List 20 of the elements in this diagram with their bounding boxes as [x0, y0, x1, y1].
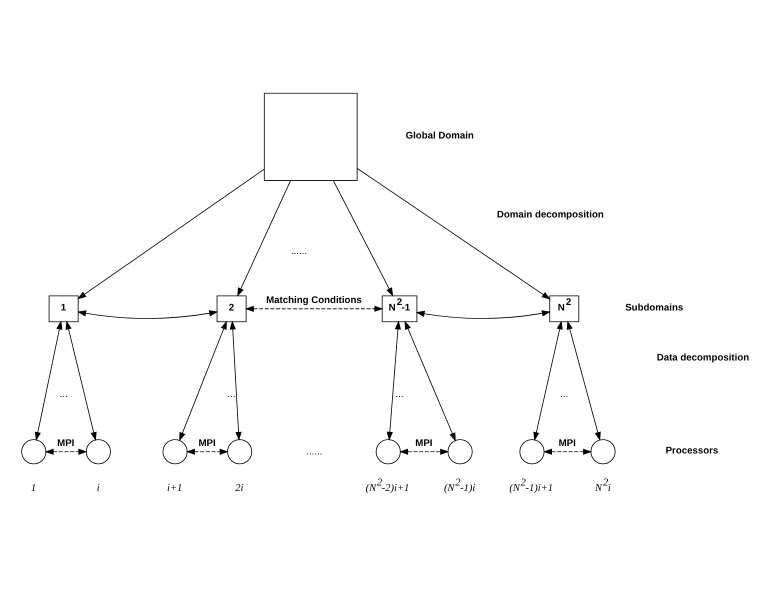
edge-label: MPI: [198, 438, 216, 449]
label: ...: [560, 388, 568, 400]
edge-label: Matching Conditions: [266, 294, 362, 306]
edge-label: MPI: [415, 438, 432, 449]
edge-label: MPI: [558, 438, 576, 449]
node-label: i: [96, 482, 100, 494]
label: ...: [60, 388, 68, 400]
label: Data decomposition: [656, 352, 750, 364]
label: Domain decomposition: [496, 210, 604, 221]
label: ...: [228, 388, 236, 400]
edge-label: MPI: [57, 438, 74, 449]
node-label: i+1: [166, 482, 182, 494]
label: Global Domain: [406, 130, 474, 142]
label: ...: [396, 388, 404, 400]
node-label: 2i: [235, 482, 244, 494]
node-label: 1: [30, 482, 36, 494]
label: ......: [306, 446, 322, 458]
label: Subdomains: [625, 302, 684, 314]
label: ......: [290, 246, 308, 257]
label: Processors: [666, 445, 718, 456]
